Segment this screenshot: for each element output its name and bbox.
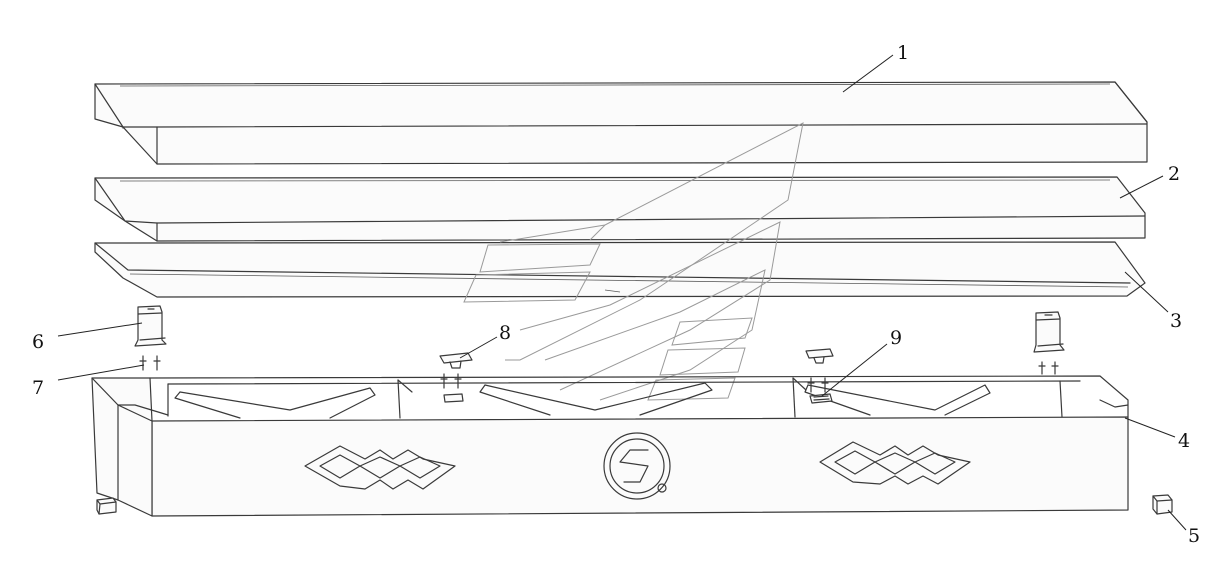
watermark-logo-icon <box>463 122 804 401</box>
leader-lines <box>57 54 1187 531</box>
part-7-screws <box>139 355 1059 393</box>
callout-8: 8 <box>499 322 511 344</box>
part-8-clip <box>439 348 834 403</box>
part-3-base-board <box>94 241 1146 298</box>
callout-5: 5 <box>1188 525 1200 547</box>
callout-4: 4 <box>1178 430 1190 452</box>
callout-7: 7 <box>32 377 44 399</box>
callouts: 1 2 3 4 5 6 7 8 9 <box>32 42 1200 547</box>
diamond-ornament-icon <box>819 441 971 485</box>
callout-1: 1 <box>897 42 909 64</box>
part-4-frame-box <box>91 375 1129 517</box>
part-6-hinge <box>134 305 167 347</box>
callout-2: 2 <box>1168 163 1180 185</box>
part-1-top-cushion <box>94 81 1148 165</box>
part-2-middle-board <box>94 176 1146 242</box>
callout-6: 6 <box>32 331 44 353</box>
part-9-latch <box>809 393 833 404</box>
part-5-foot <box>1152 494 1173 515</box>
diamond-ornament-icon <box>304 445 456 490</box>
part-5-foot <box>96 497 117 515</box>
part-6-hinge <box>1033 311 1065 353</box>
brand-emblem-icon <box>603 432 671 500</box>
callout-3: 3 <box>1170 310 1182 332</box>
callout-9: 9 <box>890 327 902 349</box>
